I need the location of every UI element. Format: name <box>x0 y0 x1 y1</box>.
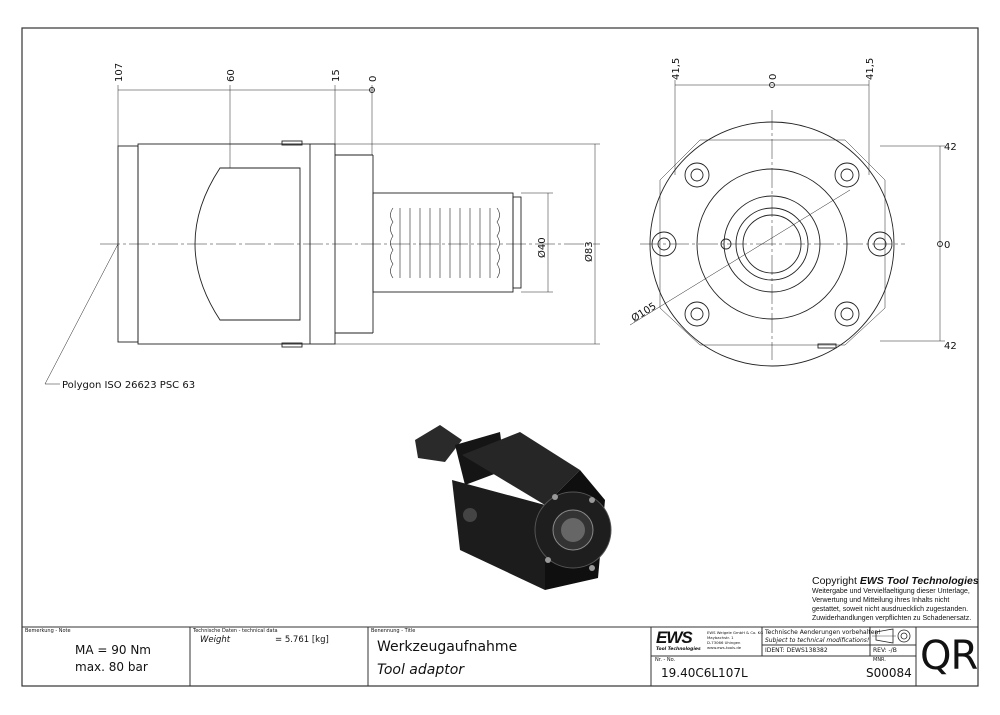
isometric-render <box>415 425 612 590</box>
dim-60: 60 <box>226 69 237 82</box>
note-label: Bemerkung - Note <box>25 628 71 634</box>
copyright-line: Zuwiderhandlungen verpflichten zu Schade… <box>812 615 972 622</box>
title-german: Werkzeugaufnahme <box>377 639 518 655</box>
copyright-line: Verwertung und Mitteilung ihres Inhalts … <box>812 597 950 604</box>
dim-dia-83: Ø83 <box>583 241 595 262</box>
copyright-line: Weitergabe und Vervielfaeltigung dieser … <box>812 588 970 595</box>
mnr-label: MNR. <box>873 657 886 663</box>
part-number: 19.40C6L107L <box>661 666 748 680</box>
title-block-grid <box>22 626 978 686</box>
dim-0: 0 <box>368 76 379 82</box>
company-line: Maybachstr. 1 <box>707 635 734 640</box>
change-note-german: Technische Aenderungen vorbehalten! <box>765 629 881 636</box>
dim-0-right: 0 <box>944 240 950 251</box>
title-english: Tool adaptor <box>377 662 465 678</box>
note-line-1: MA = 90 Nm <box>75 643 151 657</box>
revision: REV: -/B <box>873 647 897 654</box>
dim-dia-105: Ø105 <box>629 300 658 324</box>
number-label: Nr. - No. <box>655 657 676 663</box>
copyright-notice: Copyright EWS Tool Technologies Weiterga… <box>812 575 992 623</box>
dim-42-top: 42 <box>944 142 957 153</box>
title-label: Benennung - Title <box>371 628 416 634</box>
tech-data-label: Technische Daten - technical data <box>193 628 278 634</box>
copyright-line: gestattet, soweit nicht ausdruecklich zu… <box>812 606 969 613</box>
company-line: EWS Weigele GmbH & Co. KG <box>707 630 764 635</box>
front-view <box>629 80 945 367</box>
dim-41-5-right: 41,5 <box>865 58 876 80</box>
ews-logo: EWS <box>656 628 693 647</box>
dim-42-bottom: 42 <box>944 341 957 352</box>
projection-symbol-icon <box>872 628 911 644</box>
mnr-number: S00084 <box>866 666 912 680</box>
note-line-2: max. 80 bar <box>75 660 148 674</box>
company-line: D-73066 Uhingen <box>707 640 741 645</box>
dim-15: 15 <box>331 69 342 82</box>
qr-code-label: QR <box>920 633 978 679</box>
polygon-callout: Polygon ISO 26623 PSC 63 <box>62 380 195 391</box>
dim-107: 107 <box>114 63 125 82</box>
drawing-frame <box>21 27 979 687</box>
dim-dia-40: Ø40 <box>536 237 548 258</box>
weight-value: = 5.761 [kg] <box>275 635 329 645</box>
dim-41-5-left: 41,5 <box>671 58 682 80</box>
copyright-brand: EWS Tool Technologies <box>859 575 979 587</box>
ews-logo-sub: Tool Technologies <box>656 647 701 652</box>
company-address: EWS Weigele GmbH & Co. KG Maybachstr. 1 … <box>707 630 763 650</box>
side-view <box>44 85 600 385</box>
dim-0-top: 0 <box>768 74 779 80</box>
change-note-english: Subject to technical modifications! <box>765 637 870 644</box>
weight-label: Weight <box>200 635 231 645</box>
company-line: www.ews-tools.de <box>707 645 742 650</box>
ident-number: IDENT: DEWS138382 <box>765 647 828 654</box>
copyright-prefix: Copyright <box>812 575 860 587</box>
